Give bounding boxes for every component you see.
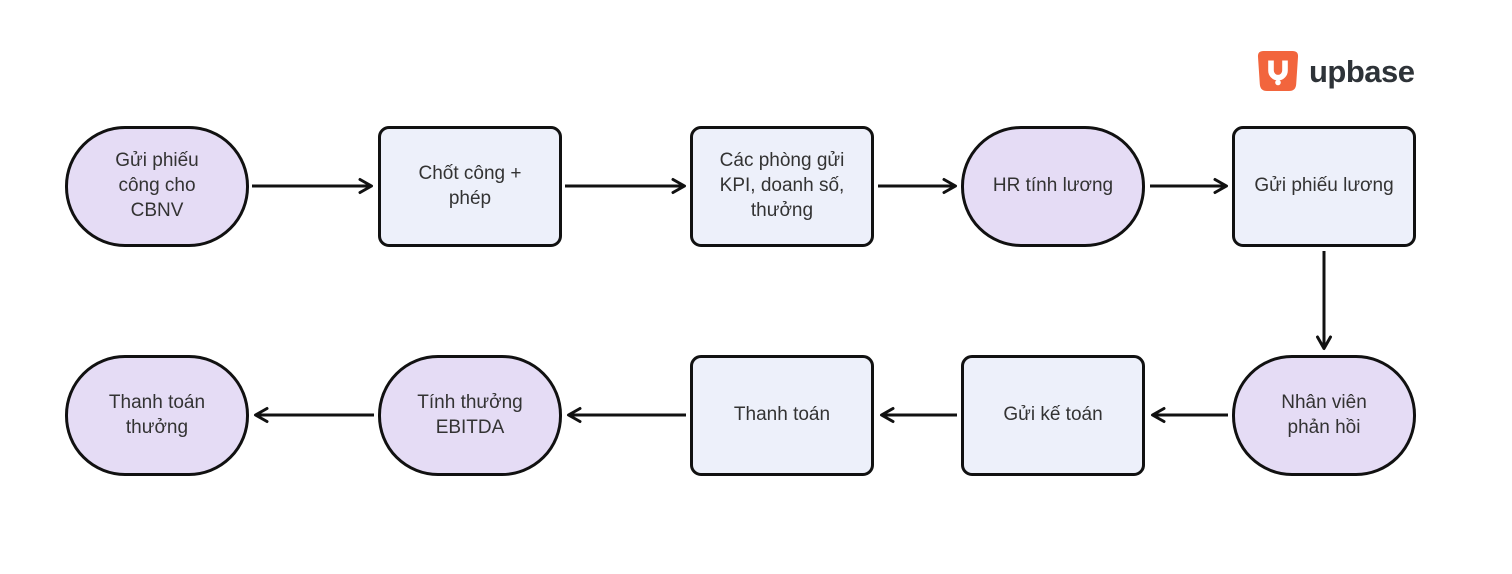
node-label: Tính thưởng EBITDA	[417, 391, 523, 438]
upbase-logo-text: upbase	[1309, 53, 1415, 89]
node-label: Gửi phiếu công cho CBNV	[115, 150, 199, 221]
node-send-payslip: Gửi phiếu lương	[1232, 126, 1416, 247]
node-label: Gửi phiếu lương	[1254, 175, 1394, 197]
node-label: Thanh toán	[733, 404, 831, 426]
node-label: Các phòng gửi KPI, doanh số, thưởng	[719, 150, 845, 221]
node-finalize-attendance: Chốt công + phép	[378, 126, 562, 247]
upbase-logo: upbase	[1256, 49, 1415, 93]
node-label: Nhân viên phản hồi	[1281, 391, 1367, 438]
node-label: Gửi kế toán	[1003, 404, 1103, 426]
node-ebitda-bonus: Tính thưởng EBITDA	[378, 355, 562, 476]
upbase-bag-smile-icon	[1257, 51, 1299, 91]
node-label: HR tính lương	[992, 175, 1114, 197]
node-bonus-payment: Thanh toán thưởng	[65, 355, 249, 476]
node-departments-send-kpi: Các phòng gửi KPI, doanh số, thưởng	[690, 126, 874, 247]
node-employee-feedback: Nhân viên phản hồi	[1232, 355, 1416, 476]
node-send-timesheet: Gửi phiếu công cho CBNV	[65, 126, 249, 247]
node-label: Chốt công + phép	[418, 162, 522, 209]
node-hr-calculates-salary: HR tính lương	[961, 126, 1145, 247]
node-label: Thanh toán thưởng	[108, 391, 206, 438]
node-payment: Thanh toán	[690, 355, 874, 476]
node-send-accounting: Gửi kế toán	[961, 355, 1145, 476]
